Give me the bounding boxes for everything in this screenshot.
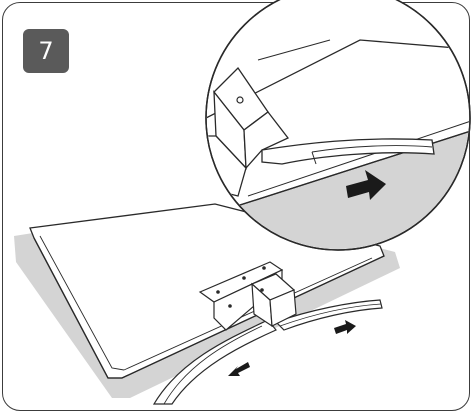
stand-bracket-icon: [198, 261, 297, 331]
tv-panel-bottom-lip: [123, 257, 373, 371]
magnified-stand-foot-inner: [311, 145, 433, 153]
bracket-screw-hole: [228, 304, 232, 308]
stand-base-right-foot: [274, 299, 383, 331]
magnified-arrow-right: [346, 170, 386, 200]
magnified-panel-back-edge: [257, 39, 331, 61]
magnified-panel-edge: [239, 127, 469, 206]
bracket-screw-hole: [260, 288, 264, 292]
tv-panel-edge: [33, 237, 385, 379]
magnifier-circle-border: [205, 0, 471, 251]
stand-base-icon: [152, 299, 383, 405]
bracket-screw-hole: [262, 266, 266, 270]
magnified-panel-edge-inner: [247, 117, 469, 197]
bracket-screw-hole: [216, 290, 220, 294]
direction-arrow-icon: [228, 320, 356, 376]
arrow-right-small: [334, 320, 356, 334]
bracket-neck-front: [269, 289, 297, 327]
stand-base-left-foot-inner: [163, 325, 263, 405]
stand-base-left-foot: [152, 319, 277, 405]
tv-panel-inner-edge: [39, 235, 125, 371]
magnified-stand-foot-joint: [311, 151, 317, 165]
magnifier-circle-icon: [205, 0, 471, 251]
arrow-left-small: [228, 362, 250, 376]
magnified-bracket-front: [243, 111, 290, 170]
step-number-badge: 7: [23, 29, 69, 73]
bracket-screw-hole: [242, 276, 246, 280]
stand-base-right-foot-inner: [279, 303, 382, 327]
magnified-screw-hole: [236, 96, 244, 104]
